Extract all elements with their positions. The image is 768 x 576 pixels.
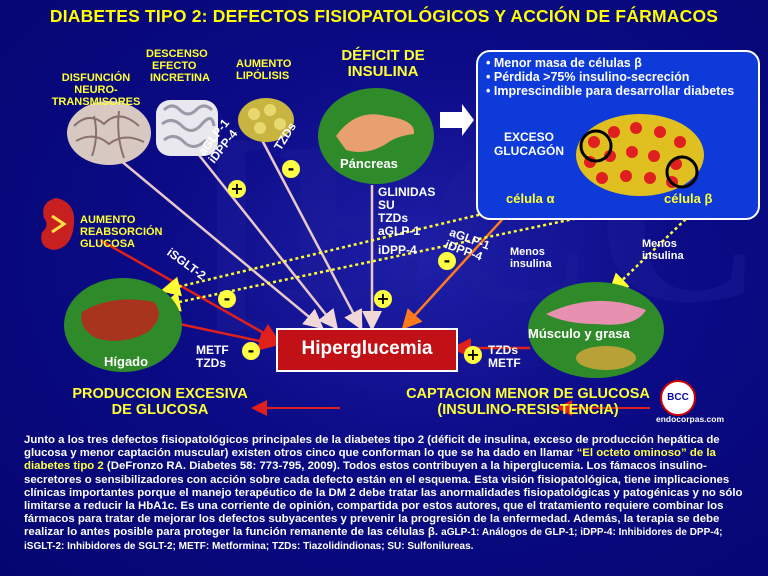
sign-minus-lipolisis: - [282,160,300,178]
sign-minus-rinon: - [218,290,236,308]
muscle-label: Músculo y grasa [528,326,630,341]
arrow-islet [401,199,521,330]
liver-organ [64,278,182,372]
label-captacion: CAPTACION MENOR DE GLUCOSA(INSULINO-RESI… [406,386,650,418]
sign-plus-pancreas: + [374,290,392,308]
arrow-neuro [119,159,324,330]
bottom-paragraph: Junto a los tres defectos fisiopatológic… [24,434,743,552]
arrow-rinon [99,238,281,343]
arrow-alfa-higado [160,203,521,297]
diagram-title: DIABETES TIPO 2: DEFECTOS FISIOPATOLÓGIC… [49,6,719,26]
fat-tissue-icon [238,98,294,142]
bcc-logo: BCC [660,380,696,416]
big-arrow [440,104,474,136]
islet-bullet: • Pérdida >75% insulino-secreción [486,70,690,84]
intestine-icon [156,100,218,156]
sign-plus-musculo: + [464,346,482,364]
brain-icon [67,101,151,165]
muscle-fat-organ [528,282,664,378]
arrow-beta-higado [160,203,641,312]
hiperglucemia-box: Hiperglucemia [276,328,458,372]
label-celula-beta: célula β [664,191,713,206]
sign-plus-incretina: + [228,180,246,198]
kidney-icon [41,198,75,250]
islet-cells-image [576,114,704,196]
endocorpas-label: endocorpas.com [656,414,725,424]
arrow-incretina [194,149,339,330]
label-celula-alfa: célula α [506,191,555,206]
islet-bullets: • Menor masa de células β • Pérdida >75%… [486,56,746,98]
sign-minus-alfa: - [438,252,456,270]
islet-bullet: • Menor masa de células β [486,56,642,70]
arrow-lipolisis [260,139,363,331]
pancreas-label: Páncreas [340,156,398,171]
arrow-higado [169,320,279,351]
islet-bullet: • Imprescindible para desarrollar diabet… [486,84,735,98]
liver-label: Hígado [104,354,149,369]
sign-minus-higado: - [242,342,260,360]
arrow-beta-musculo [608,214,691,294]
pancreas-organ [318,88,434,184]
